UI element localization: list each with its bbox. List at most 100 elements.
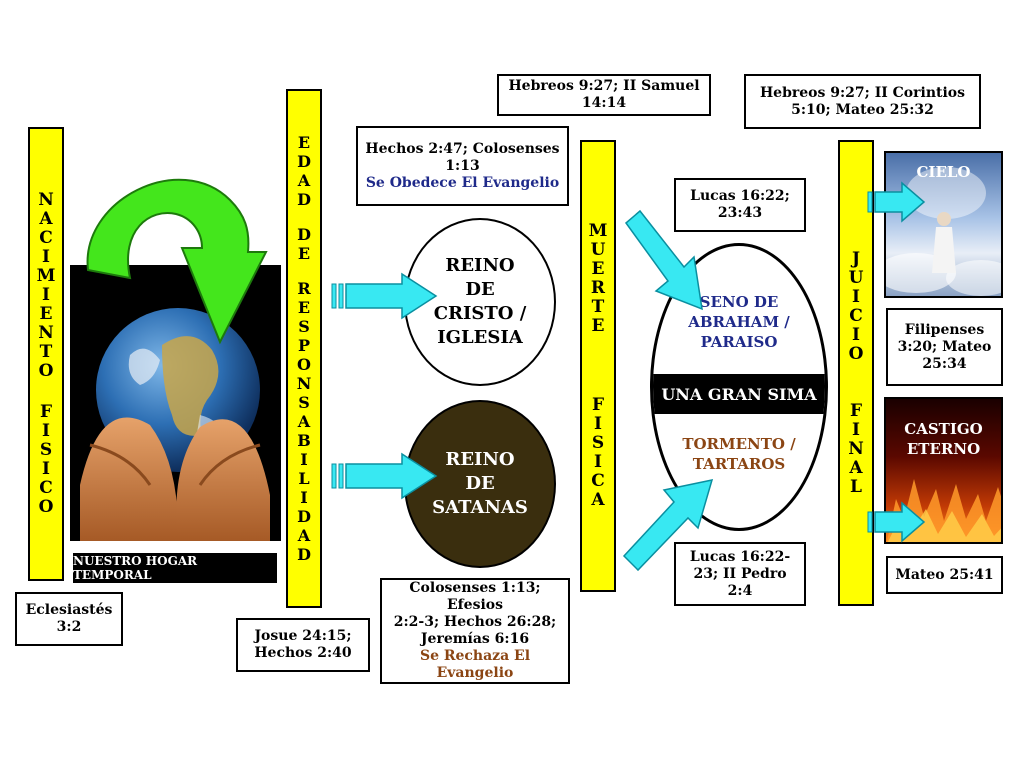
- bar-letter: P: [297, 336, 311, 355]
- bar-letter: A: [297, 171, 311, 190]
- bar-letter: I: [300, 450, 308, 469]
- bar-letter: E: [591, 316, 605, 336]
- arrow-to-seno-abraham-icon: [624, 209, 703, 311]
- bar-letter: E: [39, 304, 53, 324]
- gran-sima-band: UNA GRAN SIMA: [653, 374, 825, 414]
- hebreos-samuel-ref: Hebreos 9:27; II Samuel 14:14: [497, 74, 711, 116]
- bar-letter: I: [852, 419, 860, 440]
- arrow-to-reino-cristo-icon: [331, 272, 438, 320]
- bar-letter: S: [39, 440, 53, 460]
- bar-letter: O: [297, 355, 311, 374]
- bar-letter: O: [38, 497, 54, 517]
- bar-letter: A: [849, 457, 863, 478]
- bar-letter: U: [848, 267, 864, 288]
- lucas-bottom-ref: Lucas 16:22-23; II Pedro 2:4: [674, 542, 806, 606]
- bar-letter: D: [297, 152, 311, 171]
- bar-letter: N: [38, 190, 54, 210]
- bar-letter: I: [300, 488, 308, 507]
- bar-letter: R: [297, 279, 311, 298]
- bar-letter: S: [298, 393, 310, 412]
- bar-letter: O: [38, 361, 54, 381]
- bar-letter: J: [851, 248, 861, 269]
- arrow-to-castigo-icon: [867, 501, 926, 543]
- green-curved-arrow-icon: [86, 178, 268, 345]
- bar-letter: R: [590, 278, 606, 298]
- bar-letter: E: [591, 259, 605, 279]
- bar-letter: I: [852, 324, 860, 345]
- globe-in-hands-image: [70, 265, 281, 541]
- bar-letter: N: [296, 374, 312, 393]
- bar-letter: F: [591, 395, 605, 415]
- bar-letter: A: [297, 412, 311, 431]
- bar-letter: I: [594, 414, 602, 434]
- bar-letter: C: [849, 305, 863, 326]
- globe-caption: NUESTRO HOGAR TEMPORAL: [73, 553, 277, 583]
- bar-letter: D: [297, 225, 311, 244]
- bar-letter: A: [591, 490, 605, 510]
- mateo-ref: Mateo 25:41: [886, 556, 1003, 594]
- bar-letter: A: [297, 526, 311, 545]
- bar-letter: S: [591, 433, 605, 453]
- josue-ref: Josue 24:15;Hechos 2:40: [236, 618, 370, 672]
- bar-letter: M: [588, 221, 608, 241]
- bar-letter: M: [36, 266, 56, 286]
- bar-letter: T: [39, 342, 53, 362]
- bar-letter: F: [849, 400, 863, 421]
- bar-letter: I: [594, 452, 602, 472]
- heaven-figure-icon: [886, 167, 1001, 296]
- globe-icon: [80, 308, 270, 541]
- bar-letter: B: [297, 431, 311, 450]
- bar-letter: I: [42, 459, 50, 479]
- bar-letter: T: [591, 297, 605, 317]
- bar-letter: N: [848, 438, 864, 459]
- cielo-label: CIELO: [916, 163, 971, 181]
- bar-letter: L: [850, 476, 862, 497]
- bar-letter: F: [39, 402, 53, 422]
- lucas-top-ref: Lucas 16:22;23:43: [674, 178, 806, 232]
- bar-letter: O: [848, 343, 864, 364]
- bar-letter: D: [297, 545, 311, 564]
- bar-letter: A: [39, 209, 53, 229]
- arrow-to-cielo-icon: [867, 181, 926, 223]
- bar-letter: E: [297, 133, 311, 152]
- arrow-to-tormento-icon: [622, 479, 714, 572]
- bar-letter: I: [852, 286, 860, 307]
- bar-letter: C: [39, 228, 53, 248]
- bar-letter: S: [298, 317, 310, 336]
- bar-letter: E: [297, 244, 311, 263]
- bar-letter: C: [591, 471, 605, 491]
- bar-letter: I: [42, 421, 50, 441]
- tormento-tartaros-label: TORMENTO /TARTAROS: [682, 435, 796, 473]
- bar-letter: D: [297, 190, 311, 209]
- cielo-image: CIELO: [884, 151, 1003, 298]
- bar-letter: I: [42, 285, 50, 305]
- bar-letter: I: [42, 247, 50, 267]
- bar-letter: C: [39, 478, 53, 498]
- bar-letter: N: [38, 323, 54, 343]
- bar-letter: L: [298, 469, 310, 488]
- arrow-to-reino-satanas-icon: [331, 452, 438, 500]
